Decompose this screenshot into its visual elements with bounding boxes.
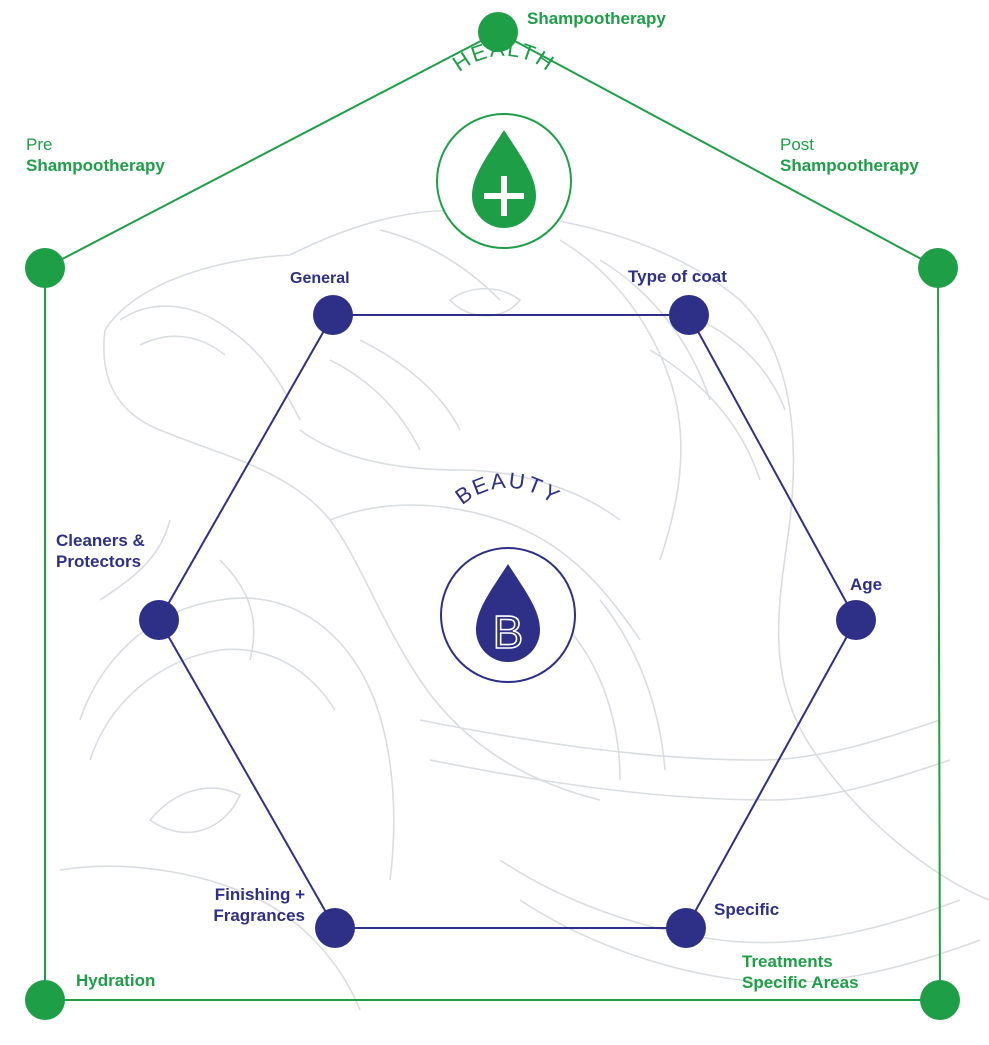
label-cleaners-line2: Protectors [56, 552, 142, 571]
label-post-line1: Post [780, 135, 815, 154]
beauty-node-specific[interactable] [666, 908, 706, 948]
health-emblem: HEALTH [436, 36, 572, 249]
health-node-top[interactable] [478, 12, 518, 52]
label-post-shampootherapy: Post Shampootherapy [780, 134, 919, 176]
health-nodes [25, 12, 960, 1020]
label-cleaners-line1: Cleaners & [56, 531, 145, 550]
health-title: HEALTH [448, 36, 560, 77]
health-node-treatments[interactable] [920, 980, 960, 1020]
label-finishing-line2: Fragrances [213, 906, 305, 925]
label-post-line2: Shampootherapy [780, 156, 919, 175]
drop-letter-b-icon: B [476, 564, 540, 662]
label-general-line1: General [290, 270, 350, 287]
label-specific-line1: Specific [714, 900, 780, 919]
label-age-line1: Age [850, 575, 883, 594]
label-pre-shampootherapy: Pre Shampootherapy [26, 134, 165, 176]
label-hydration-line1: Hydration [76, 971, 156, 990]
beauty-node-type-of-coat[interactable] [669, 295, 709, 335]
label-treatments-specific-areas: Treatments Specific Areas [742, 951, 859, 993]
label-treatments-line1: Treatments [742, 952, 833, 971]
label-type-of-coat-line1: Type of coat [628, 267, 727, 286]
label-treatments-line2: Specific Areas [742, 973, 859, 992]
beauty-node-general[interactable] [313, 295, 353, 335]
health-node-post[interactable] [918, 248, 958, 288]
label-specific: Specific [714, 899, 779, 920]
beauty-node-finishing[interactable] [315, 908, 355, 948]
beauty-node-age[interactable] [836, 600, 876, 640]
label-top-line2: Shampootherapy [527, 9, 666, 28]
label-pre-line2: Shampootherapy [26, 156, 165, 175]
label-type-of-coat: Type of coat [628, 266, 727, 287]
health-edge-top-post [497, 31, 939, 269]
drop-plus-icon [472, 130, 536, 228]
health-pentagon [44, 31, 941, 1001]
health-node-pre[interactable] [25, 248, 65, 288]
label-pre-line1: Pre [26, 135, 53, 154]
label-finishing-line1: Finishing + [214, 885, 305, 904]
health-edge-pre-top [44, 31, 499, 269]
health-edge-post-treatments [937, 267, 941, 1001]
beauty-letter: B [493, 606, 524, 658]
label-top-shampootherapy: Shampootherapy [527, 8, 666, 29]
label-cleaners-protectors: Cleaners & Protectors [56, 530, 145, 572]
label-hydration: Hydration [76, 970, 155, 991]
beauty-node-cleaners[interactable] [139, 600, 179, 640]
beauty-nodes [139, 295, 876, 948]
animal-sketch-background [59, 209, 989, 1011]
label-age: Age [850, 574, 882, 595]
label-general: General [290, 268, 350, 289]
label-finishing-fragrances: Finishing + Fragrances [170, 884, 305, 926]
health-node-hydration[interactable] [25, 980, 65, 1020]
beauty-emblem: BEAUTY B [440, 468, 576, 683]
